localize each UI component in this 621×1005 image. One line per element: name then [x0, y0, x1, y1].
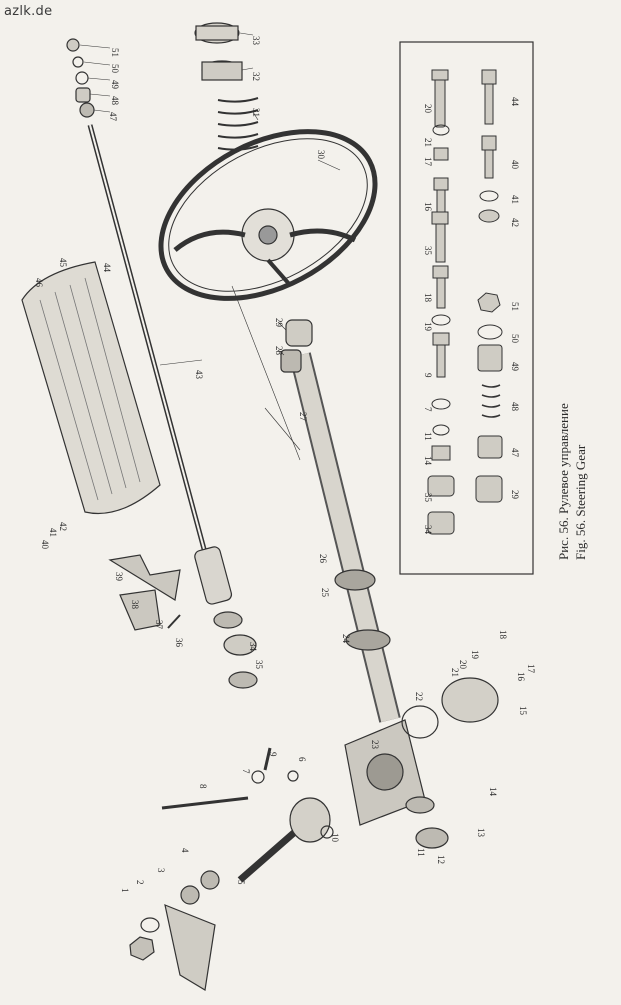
callout-label-31: 31: [251, 108, 261, 117]
callout-label-43: 43: [194, 370, 204, 380]
callout-label-42: 42: [58, 522, 68, 531]
callout-label-39: 39: [114, 572, 124, 582]
callout-label-20: 20: [458, 660, 468, 670]
callout-label-36: 36: [174, 638, 184, 648]
callout-label-7: 7: [241, 769, 251, 774]
callout-label-46: 46: [34, 278, 44, 288]
callout-label-10: 10: [330, 833, 340, 843]
inset-callout-label-1: 20: [423, 104, 433, 114]
inset-callout-label-8: 9: [423, 373, 433, 378]
callout-label-11: 11: [416, 848, 426, 857]
callout-label-37: 37: [154, 620, 164, 630]
callout-label-49: 49: [110, 80, 120, 90]
steering-column-tube: [280, 319, 401, 723]
inset-callout-label-3: 17: [423, 157, 433, 167]
inset-callout-label-15: 40: [510, 160, 520, 170]
watermark: azlk.de: [4, 4, 53, 19]
inset-callout-labels: 20 21 17 16 35 18 19 9 7 11 14 35 34 44 40 41 42 51 50 49 48…: [423, 97, 520, 535]
callout-label-48: 48: [110, 96, 120, 106]
figure-caption: Рис. 56. Рулевое управление Fig. 56. Ste…: [555, 403, 589, 560]
column-cover: [21, 261, 161, 515]
caption-russian: Рис. 56. Рулевое управление: [556, 403, 571, 560]
callout-label-28: 28: [274, 346, 284, 356]
leader-lines: [79, 32, 341, 461]
callout-label-26: 26: [318, 554, 328, 564]
callout-label-29: 29: [274, 318, 284, 328]
inset-callout-label-20: 49: [510, 362, 520, 372]
mounting-brackets: [108, 554, 181, 631]
callout-label-30: 30: [316, 150, 326, 160]
callout-label-44: 44: [102, 263, 112, 273]
inset-callout-label-21: 48: [510, 402, 520, 412]
callout-label-15: 15: [518, 706, 528, 716]
callout-label-34: 34: [248, 642, 258, 652]
callout-label-47: 47: [108, 112, 118, 122]
callout-label-21: 21: [450, 668, 460, 677]
inset-callout-label-6: 18: [423, 293, 433, 303]
lower-bearings: [213, 611, 258, 689]
steering-shaft: [87, 124, 233, 605]
inset-parts-box: [399, 41, 534, 575]
callout-label-14: 14: [488, 787, 498, 797]
steering-wheel: [158, 129, 378, 301]
callout-label-13: 13: [476, 828, 486, 838]
callout-label-50: 50: [110, 64, 120, 74]
callout-label-24: 24: [341, 634, 351, 644]
inset-callout-label-16: 41: [510, 195, 520, 204]
callout-label-23: 23: [370, 740, 380, 750]
callout-label-19: 19: [470, 650, 480, 660]
inset-callout-label-18: 51: [510, 302, 520, 311]
callout-label-8: 8: [198, 784, 208, 789]
inset-callout-label-14: 44: [510, 97, 520, 107]
callout-label-6: 6: [297, 757, 307, 762]
callout-label-16: 16: [516, 672, 526, 682]
inset-callout-label-11: 14: [423, 456, 433, 466]
callout-label-12: 12: [436, 855, 446, 864]
callout-label-4: 4: [180, 848, 190, 853]
callout-label-40: 40: [40, 540, 50, 550]
callout-label-33: 33: [251, 36, 261, 46]
inset-callout-label-5: 35: [423, 246, 433, 256]
inset-callout-label-4: 16: [423, 202, 433, 212]
inset-callout-label-10: 11: [423, 432, 433, 441]
inset-callout-label-9: 7: [423, 407, 433, 412]
callout-label-38: 38: [130, 600, 140, 610]
callout-label-32: 32: [251, 72, 261, 81]
callout-labels: 1234567891011121314151617181920212223242…: [34, 36, 536, 893]
callout-label-2: 2: [135, 880, 145, 885]
bolts-and-washers: [161, 747, 334, 839]
inset-callout-label-23: 29: [510, 490, 520, 500]
inset-callout-label-13: 34: [423, 525, 433, 535]
callout-label-41: 41: [48, 528, 58, 537]
inset-callout-label-19: 50: [510, 334, 520, 344]
callout-label-17: 17: [526, 664, 536, 674]
steering-gear-box: [344, 677, 499, 849]
caption-english: Fig. 56. Steering Gear: [573, 444, 588, 560]
callout-label-51: 51: [110, 48, 120, 57]
inset-callout-label-22: 47: [510, 448, 520, 458]
callout-label-18: 18: [498, 630, 508, 640]
callout-label-22: 22: [414, 692, 424, 701]
inset-callout-label-2: 21: [423, 138, 433, 147]
callout-label-5: 5: [236, 880, 246, 885]
callout-label-45: 45: [58, 258, 68, 268]
callout-label-25: 25: [320, 588, 330, 598]
spring-and-cap: [194, 22, 259, 151]
callout-label-27: 27: [298, 412, 308, 422]
callout-label-9: 9: [268, 752, 278, 757]
inset-callout-label-17: 42: [510, 218, 520, 227]
callout-label-1: 1: [120, 888, 130, 893]
inset-callout-label-12: 35: [423, 493, 433, 503]
pitman-arm-assembly: [129, 797, 331, 991]
callout-label-35: 35: [254, 660, 264, 670]
callout-label-3: 3: [156, 868, 166, 873]
inset-callout-label-7: 19: [423, 322, 433, 332]
